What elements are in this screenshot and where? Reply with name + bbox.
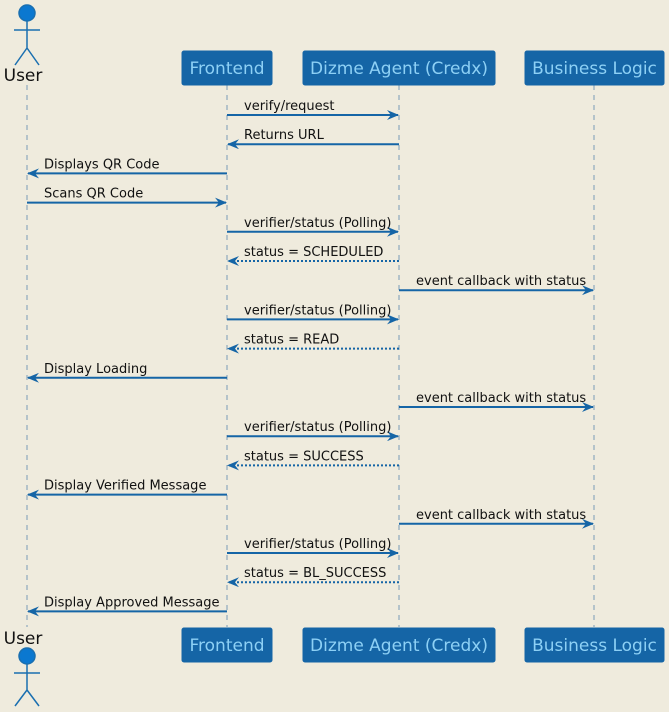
message-label: verifier/status (Polling) xyxy=(244,303,391,318)
message-label: Displays QR Code xyxy=(44,157,160,172)
participant-label: Dizme Agent (Credx) xyxy=(310,636,488,656)
message-label: event callback with status xyxy=(416,508,586,523)
message-label: Display Loading xyxy=(44,362,147,377)
participant-frontend-bottom: Frontend xyxy=(181,627,273,663)
message-label: event callback with status xyxy=(416,391,586,406)
message: verify/request xyxy=(227,99,399,120)
message-label: event callback with status xyxy=(416,274,586,289)
message: status = SCHEDULED xyxy=(227,245,399,266)
message: verifier/status (Polling) xyxy=(227,537,399,558)
message-label: status = SCHEDULED xyxy=(244,245,383,260)
participant-label: Frontend xyxy=(189,59,264,79)
message: status = SUCCESS xyxy=(227,449,399,471)
actor-body-icon xyxy=(14,664,40,707)
actor-head-icon xyxy=(18,647,36,665)
actor-user-bottom: User xyxy=(4,629,43,707)
participant-box xyxy=(524,50,665,86)
participant-label: Business Logic xyxy=(532,636,657,656)
message: status = READ xyxy=(227,333,399,354)
participant-box xyxy=(524,627,665,663)
message: verifier/status (Polling) xyxy=(227,303,399,325)
participant-bl-top: Business Logic xyxy=(524,50,665,86)
actor-label: User xyxy=(4,629,43,649)
message-label: status = BL_SUCCESS xyxy=(244,566,386,581)
participant-label: Frontend xyxy=(189,636,264,656)
message: verifier/status (Polling) xyxy=(227,420,399,442)
message-label: verifier/status (Polling) xyxy=(244,216,391,231)
message-label: Returns URL xyxy=(244,128,325,143)
message-label: verify/request xyxy=(244,99,335,114)
message: Display Approved Message xyxy=(27,595,227,617)
message: Scans QR Code xyxy=(27,187,227,208)
message-label: verifier/status (Polling) xyxy=(244,537,391,552)
message: Displays QR Code xyxy=(27,157,227,179)
message: verifier/status (Polling) xyxy=(227,216,399,237)
message: event callback with status xyxy=(399,274,594,296)
lifelines xyxy=(26,85,595,627)
message-label: verifier/status (Polling) xyxy=(244,420,391,435)
message-label: Scans QR Code xyxy=(44,187,143,202)
message: status = BL_SUCCESS xyxy=(227,566,399,588)
participant-bl-bottom: Business Logic xyxy=(524,627,665,663)
participant-label: Dizme Agent (Credx) xyxy=(310,59,488,79)
message-label: Display Verified Message xyxy=(44,479,206,494)
actor-label: User xyxy=(4,66,43,86)
actor-user-top: User xyxy=(4,4,43,86)
message: Display Loading xyxy=(27,362,227,383)
participant-box xyxy=(302,627,496,663)
participant-label: Business Logic xyxy=(532,59,657,79)
actor-head-icon xyxy=(18,4,36,22)
message-label: status = SUCCESS xyxy=(244,449,364,464)
participant-box xyxy=(181,50,273,86)
message: event callback with status xyxy=(399,508,594,529)
message: Returns URL xyxy=(227,128,399,150)
actor-body-icon xyxy=(14,21,40,66)
participant-box xyxy=(302,50,496,86)
participant-box xyxy=(181,627,273,663)
participant-frontend-top: Frontend xyxy=(181,50,273,86)
participant-dizme-top: Dizme Agent (Credx) xyxy=(302,50,496,86)
message: Display Verified Message xyxy=(27,479,227,500)
participant-dizme-bottom: Dizme Agent (Credx) xyxy=(302,627,496,663)
message-label: Display Approved Message xyxy=(44,595,220,610)
message: event callback with status xyxy=(399,391,594,412)
message-label: status = READ xyxy=(244,333,339,348)
